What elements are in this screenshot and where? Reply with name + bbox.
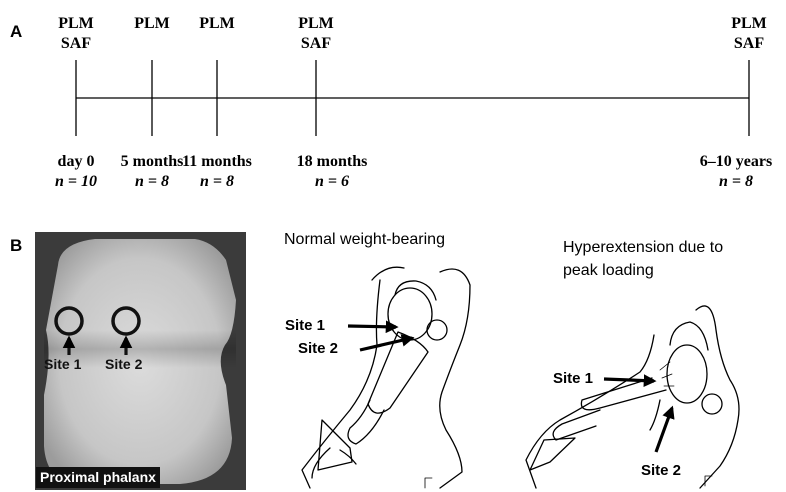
normal-hoof-drawing — [302, 267, 470, 488]
normal-signature-mark — [425, 478, 432, 488]
hyper-hoof-drawing — [526, 306, 739, 488]
photo-site-1-label: Site 1 — [44, 356, 81, 372]
hyper-site-2-label: Site 2 — [641, 462, 681, 479]
normal-site-2-arrow — [360, 338, 412, 350]
normal-middle-phalanx — [348, 400, 384, 444]
normal-navicular — [340, 450, 356, 464]
photo-caption: Proximal phalanx — [36, 467, 160, 488]
hyper-cannon-shaft — [670, 322, 708, 350]
hyper-tendon-line — [650, 400, 660, 430]
normal-site-1-label: Site 1 — [285, 317, 325, 334]
normal-hoof-outline-front — [302, 280, 380, 488]
hyper-site-1-arrow — [604, 379, 654, 381]
normal-sesamoid — [427, 320, 447, 340]
timeline — [76, 60, 749, 136]
normal-inner-wall — [312, 448, 330, 478]
hyper-front-outline — [526, 335, 654, 488]
normal-skin-top-left — [372, 267, 404, 280]
normal-site-1-arrow — [348, 326, 396, 327]
normal-site-2-label: Site 2 — [298, 340, 338, 357]
hyper-site-2-arrow — [656, 408, 672, 452]
photo-site-2-label: Site 2 — [105, 356, 142, 372]
hyper-site-1-label: Site 1 — [553, 370, 593, 387]
hyper-sesamoid — [702, 394, 722, 414]
normal-cannon-condyle — [388, 288, 432, 340]
hyper-middle-phalanx — [553, 410, 600, 440]
normal-hoof-outline-back — [440, 269, 470, 488]
hyper-cannon-condyle — [667, 345, 707, 403]
